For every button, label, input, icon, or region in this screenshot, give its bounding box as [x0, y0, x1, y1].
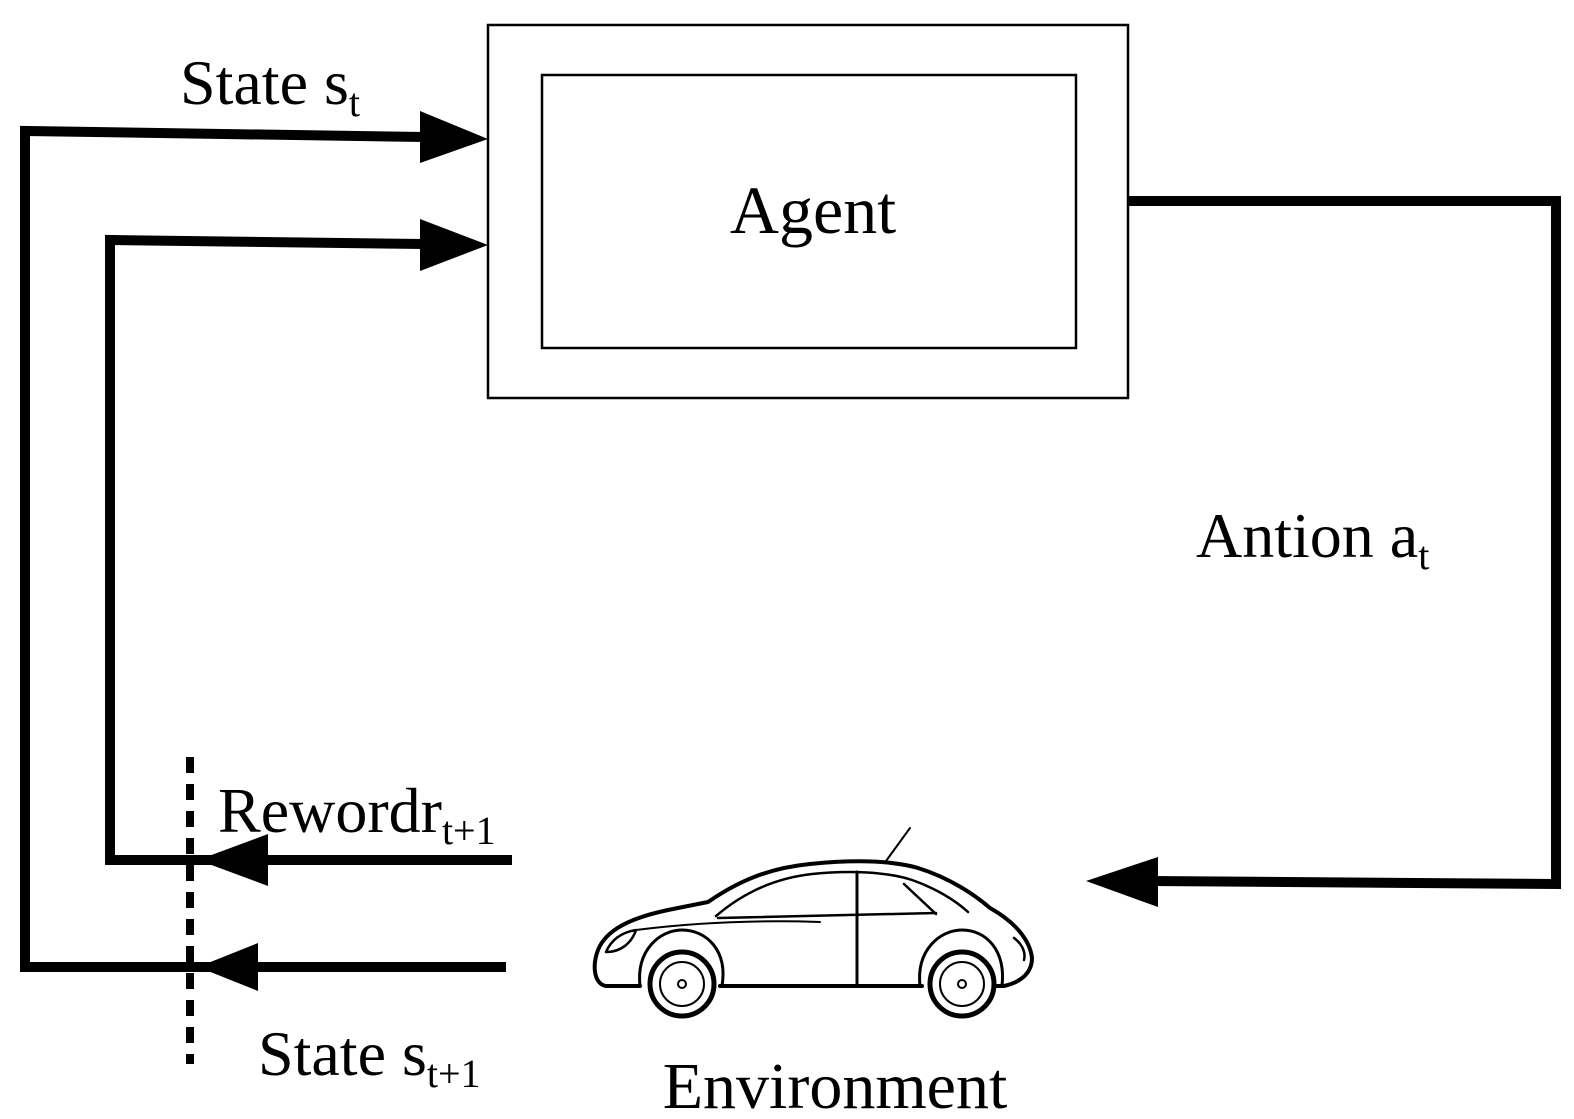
environment-label: Environment	[663, 1050, 1008, 1119]
action-line	[1128, 196, 1561, 890]
reward-boundary-arrowhead	[198, 834, 268, 886]
reward-arrowhead	[420, 219, 488, 271]
state-next-label: State st+1	[258, 1018, 481, 1096]
state-loop-line	[20, 125, 506, 972]
car-icon	[592, 827, 1034, 1019]
state-next-boundary-arrowhead	[198, 943, 258, 991]
action-label: Antion at	[1196, 500, 1429, 578]
agent-outer-frame	[486, 23, 1130, 400]
state-loop-outer	[20, 111, 506, 972]
reward-loop-line	[105, 234, 512, 865]
reward-label: Rewordrt+1	[218, 775, 496, 853]
state-t-label: State st	[180, 47, 360, 125]
agent-label: Agent	[730, 172, 896, 248]
agent-box: Agent	[486, 23, 1130, 400]
action-arrowhead	[1086, 857, 1158, 907]
state-arrowhead	[420, 111, 488, 163]
agent-inner-frame	[540, 73, 1078, 350]
action-path	[1086, 196, 1561, 907]
reward-loop-inner	[105, 219, 512, 865]
